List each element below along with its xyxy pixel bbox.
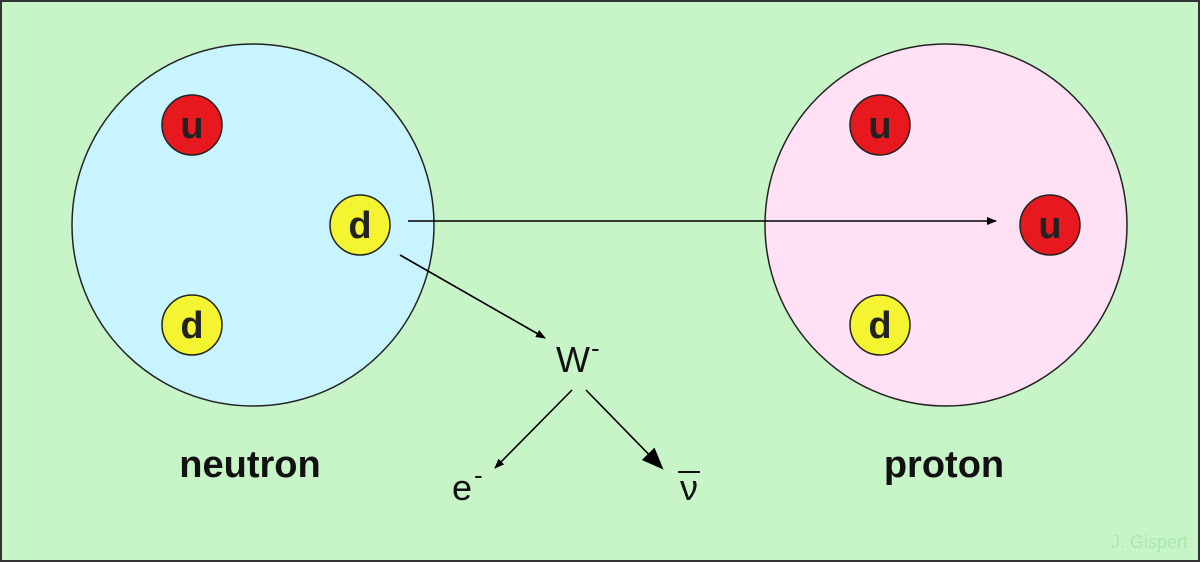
electron-symbol: e xyxy=(452,467,472,508)
neutron: u d d neutron xyxy=(71,43,435,486)
author-credit: J. Gispert xyxy=(1111,532,1188,552)
proton-quark-down: d xyxy=(849,294,911,356)
w-boson-charge: - xyxy=(591,333,600,363)
down-quark-circle xyxy=(161,294,223,356)
neutron-quark-down-decaying: d xyxy=(329,194,391,256)
up-quark-circle xyxy=(849,94,911,156)
down-quark-circle xyxy=(849,294,911,356)
up-quark-label: u xyxy=(868,105,891,147)
w-boson-symbol: W xyxy=(556,339,590,380)
neutron-quark-down: d xyxy=(161,294,223,356)
proton-label: proton xyxy=(884,444,1004,486)
up-quark-circle xyxy=(1019,194,1081,256)
proton: u u d proton xyxy=(764,43,1128,486)
down-quark-label: d xyxy=(868,305,891,347)
electron: e - xyxy=(452,460,483,508)
electron-charge: - xyxy=(474,460,483,490)
w-boson: W - xyxy=(556,333,600,380)
neutron-label: neutron xyxy=(179,444,320,486)
antineutrino-symbol: ν xyxy=(680,467,698,508)
neutron-quark-up: u xyxy=(161,94,223,156)
neutron-circle xyxy=(71,43,435,407)
electron-arrow xyxy=(494,389,573,469)
down-quark-circle xyxy=(329,194,391,256)
up-quark-label: u xyxy=(1038,205,1061,247)
proton-quark-up-new: u xyxy=(1019,194,1081,256)
down-quark-label: d xyxy=(348,205,371,247)
down-quark-label: d xyxy=(180,305,203,347)
up-quark-label: u xyxy=(180,105,203,147)
proton-quark-up: u xyxy=(849,94,911,156)
w-emission-arrow xyxy=(399,254,546,339)
up-quark-circle xyxy=(161,94,223,156)
antineutrino-arrow xyxy=(585,389,664,470)
antineutrino: ν xyxy=(678,467,700,508)
